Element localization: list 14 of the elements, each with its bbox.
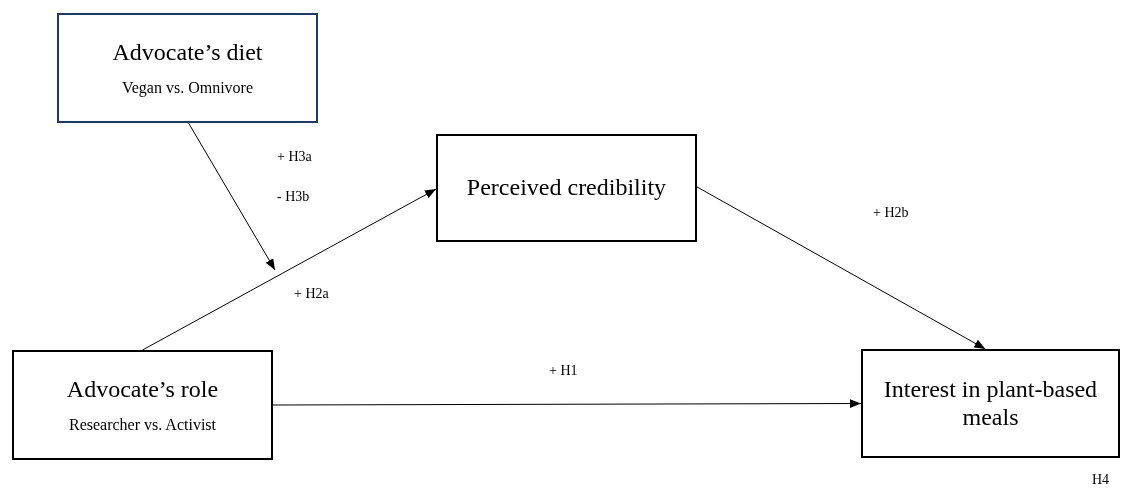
variable-name: Interest in plant-based meals [882,375,1099,432]
arrow [188,122,276,271]
variable-box [436,134,697,242]
arrow [696,186,986,350]
variable-name: Advocate’s diet [112,39,263,67]
condition-text: Vegan vs. Omnivore [121,78,254,97]
variable-name: Perceived credibility [466,174,667,202]
condition-text: Researcher vs. Activist [68,415,217,434]
variable-box [861,349,1120,458]
variable-box [12,350,273,460]
arrow [272,399,862,408]
variable-box [57,13,318,123]
variable-name: Advocate’s role [66,376,219,404]
arrow [142,188,437,351]
